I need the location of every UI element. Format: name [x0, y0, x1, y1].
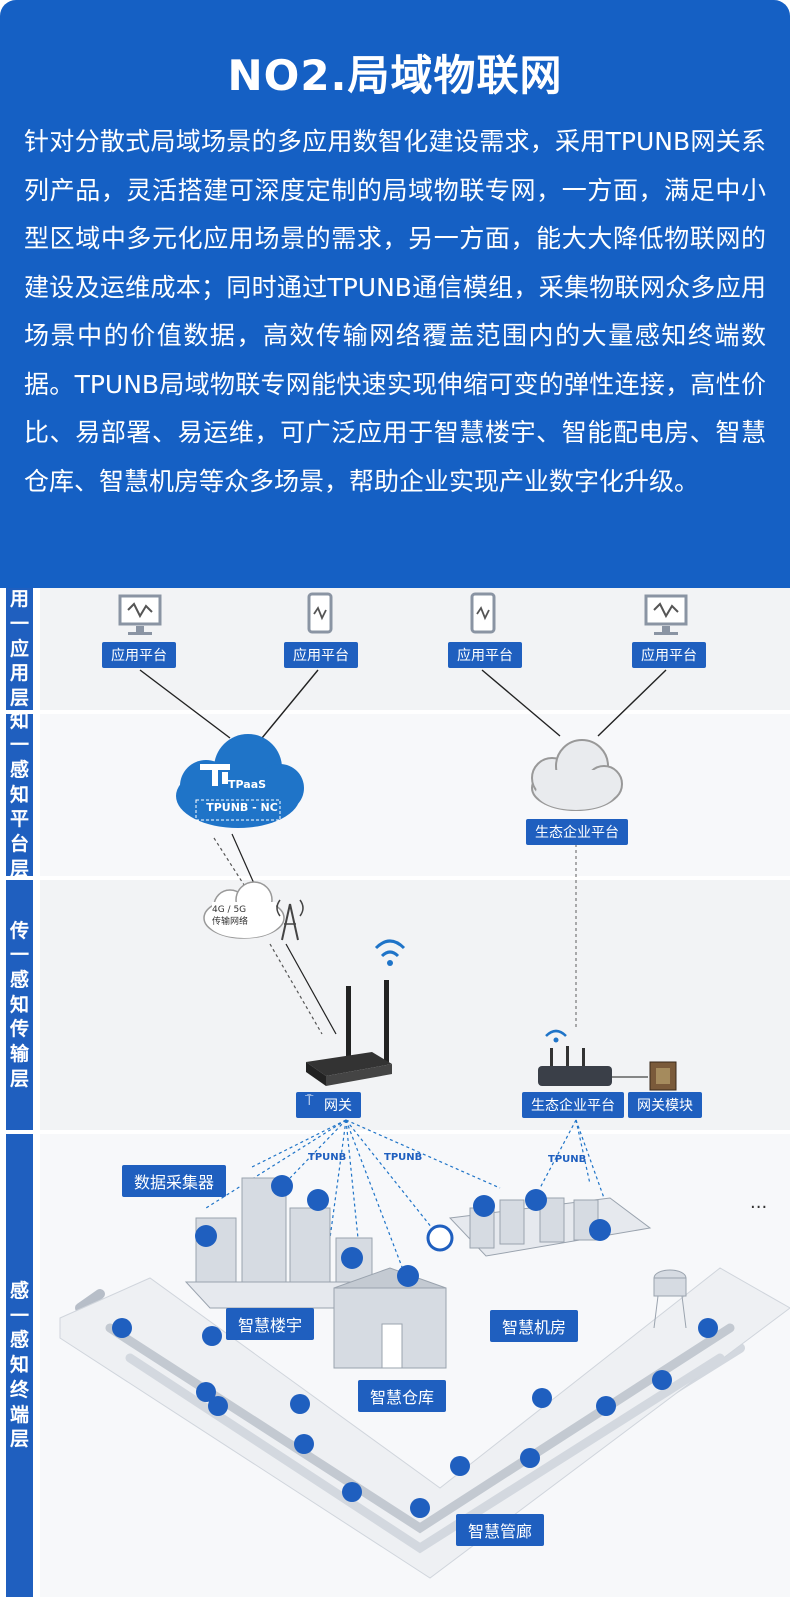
platform-layer-area: [40, 714, 790, 876]
gateway-tag-label: 网关: [324, 1098, 352, 1114]
network-label-line1: 4G / 5G: [212, 905, 247, 915]
pipe-gallery-base: [59, 1267, 790, 1579]
monitor-icon: [118, 594, 162, 635]
intro-paragraph: 针对分散式局域场景的多应用数智化建设需求，采用TPUNB网关系列产品，灵活搭建可…: [24, 127, 766, 496]
phone-icon: [470, 592, 496, 634]
gateway-module-tag: 网关模块: [628, 1092, 702, 1118]
app-platform-tag: 应用平台: [284, 642, 358, 668]
tpunb-label: TPUNB: [548, 1154, 587, 1165]
intro-banner: NO2.局域物联网 针对分散式局域场景的多应用数智化建设需求，采用TPUNB网关…: [0, 0, 790, 588]
diagram-graphics: [59, 592, 790, 1579]
app-platform-tag: 应用平台: [102, 642, 176, 668]
smart-server-room-tag: 智慧机房: [490, 1310, 579, 1342]
gateway-module-icon: [649, 1061, 677, 1091]
app-platform-tag: 应用平台: [448, 642, 522, 668]
network-label-line2: 传输网络: [212, 917, 249, 927]
tpaas-brand: TPaaS: [228, 778, 267, 791]
eco-cloud-icon: [531, 739, 623, 811]
architecture-diagram: 用一应用层 知一感知平台层 传一感知传输层 感一感知终端层: [0, 588, 790, 1597]
smart-building-tag: 智慧楼宇: [226, 1308, 315, 1340]
tpaas-cloud-icon: [176, 734, 304, 828]
layer-label-platform: 知一感知平台层: [6, 710, 33, 880]
antenna-icon: ⍑: [305, 1093, 314, 1109]
smart-warehouse-tag: 智慧仓库: [358, 1380, 447, 1412]
phone-icon: [307, 592, 333, 634]
layer-label-application: 用一应用层: [6, 588, 33, 710]
tpaas-subtitle: TPUNB - NC: [206, 801, 278, 814]
gateway-tag: ⍑ 网关: [296, 1092, 361, 1118]
page-title: NO2.局域物联网: [227, 51, 563, 100]
server-room-illustration: [448, 1197, 652, 1257]
tpunb-links: [205, 1119, 605, 1289]
app-platform-tag: 应用平台: [632, 642, 706, 668]
water-tower-illustration: [653, 1269, 687, 1329]
data-collector-tag: 数据采集器: [122, 1165, 227, 1197]
tpunb-label: TPUNB: [384, 1152, 423, 1163]
smart-pipe-gallery-tag: 智慧管廊: [456, 1514, 545, 1546]
warehouse-illustration: [333, 1267, 447, 1369]
network-label: 4G / 5G 传输网络: [212, 904, 248, 928]
layer-label-terminal: 感一感知终端层: [6, 1134, 33, 1597]
gateway-router-icon: [306, 939, 406, 1086]
layer-label-transport: 传一感知传输层: [6, 880, 33, 1130]
wifi-router-icon: [538, 1029, 612, 1086]
eco-platform-tag: 生态企业平台: [522, 1092, 624, 1118]
eco-platform-tag: 生态企业平台: [526, 819, 628, 845]
cellular-tower-icon: [203, 881, 304, 941]
tpunb-label: TPUNB: [308, 1152, 347, 1163]
monitor-icon: [644, 594, 688, 635]
sensor-icons: [112, 1175, 718, 1518]
more-indicator: ...: [750, 1192, 768, 1213]
